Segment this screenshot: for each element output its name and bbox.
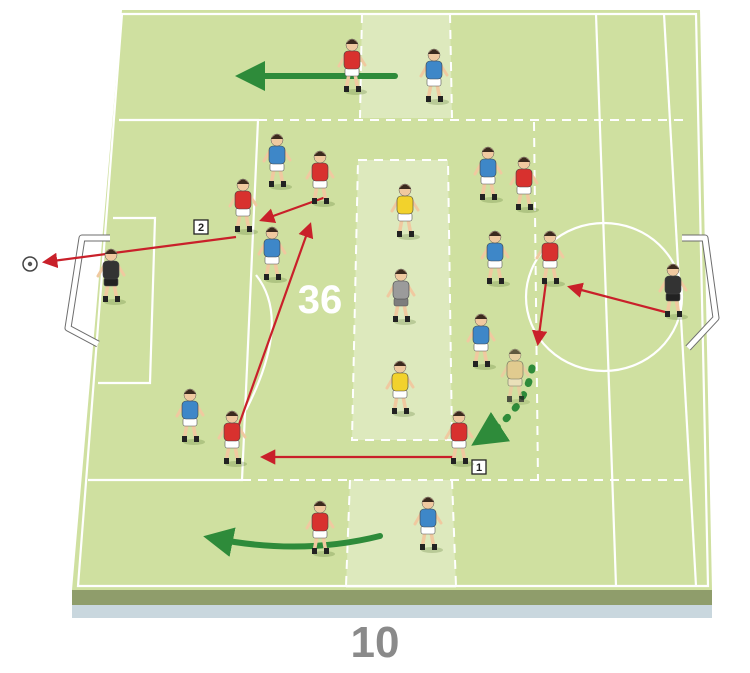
drill-number: 36: [298, 278, 343, 322]
player-blue-9: [480, 230, 510, 287]
player-blue-20: [413, 496, 443, 553]
goal-icon-left: [64, 234, 110, 348]
pass-down: [531, 281, 548, 347]
player-blue-17: [175, 388, 205, 445]
player-red-18: [217, 410, 247, 467]
player-red-19: [305, 500, 335, 557]
svg-text:1: 1: [476, 462, 482, 474]
players: [96, 38, 688, 557]
movement-arrow-dotted: [471, 364, 536, 446]
pass-gk-right: [567, 282, 666, 314]
pitch-base: [72, 590, 712, 618]
shot: [41, 235, 237, 269]
movement-arrow-bottom: [203, 527, 383, 557]
player-red-1: [337, 38, 367, 95]
goal-icon-right: [682, 234, 720, 351]
player-blue-3: [262, 133, 292, 190]
player-ghost-12: [500, 348, 530, 405]
player-red-13: [444, 410, 474, 467]
marker-1: 1: [471, 459, 487, 475]
movement-arrows: [203, 61, 536, 557]
player-blue-11: [466, 313, 496, 370]
pass-long: [234, 222, 314, 434]
player-gk-21: [96, 248, 126, 305]
player-gk-22: [658, 263, 688, 320]
player-blue-6: [257, 226, 287, 283]
page-number: 10: [350, 618, 400, 667]
player-yellow-14: [390, 183, 420, 240]
marker-2: 2: [193, 219, 209, 235]
player-red-4: [305, 150, 335, 207]
player-yellow-16: [385, 360, 415, 417]
svg-text:2: 2: [198, 222, 204, 234]
pass-arrows: [41, 195, 666, 465]
player-grey-15: [386, 268, 416, 325]
player-blue-7: [473, 146, 503, 203]
player-blue-2: [419, 48, 449, 105]
ball-icon: [22, 256, 38, 272]
player-red-8: [509, 156, 539, 213]
player-red-5: [228, 178, 258, 235]
player-red-10: [535, 230, 565, 287]
